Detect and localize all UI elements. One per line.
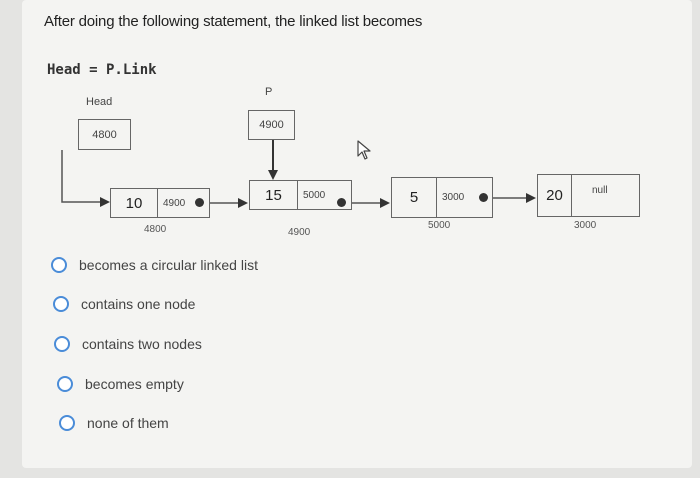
node-1-data: 10 xyxy=(111,189,158,217)
head-label: Head xyxy=(86,96,113,108)
p-pointer-box: 4900 xyxy=(248,110,295,140)
radio-button[interactable] xyxy=(57,376,73,392)
option-none[interactable]: none of them xyxy=(59,415,169,431)
list-node-4: 20 null xyxy=(537,174,640,217)
code-statement: Head = P.Link xyxy=(47,62,157,78)
option-label: contains one node xyxy=(81,296,196,312)
radio-button[interactable] xyxy=(51,257,67,273)
head-pointer-line xyxy=(61,150,100,203)
link-3-4-arrowhead xyxy=(526,193,536,203)
node-3-address: 5000 xyxy=(428,220,451,231)
option-label: contains two nodes xyxy=(82,336,202,352)
link-1-2-arrowhead xyxy=(238,198,248,208)
head-pointer-arrowhead xyxy=(100,197,110,207)
option-circular[interactable]: becomes a circular linked list xyxy=(51,257,258,273)
p-label: P xyxy=(265,86,273,98)
node-1-link: 4900 xyxy=(163,197,186,209)
radio-button[interactable] xyxy=(59,415,75,431)
node-1-address: 4800 xyxy=(144,224,167,235)
node-2-data: 15 xyxy=(250,181,298,209)
node-4-address: 3000 xyxy=(574,220,597,231)
list-node-1: 10 4900 xyxy=(110,188,210,218)
p-pointer-value: 4900 xyxy=(259,119,284,131)
question-text: After doing the following statement, the… xyxy=(44,13,423,30)
list-node-2: 15 5000 xyxy=(249,180,352,210)
node-3-pointer-dot xyxy=(479,193,488,202)
head-pointer-value: 4800 xyxy=(92,128,117,141)
node-3-data: 5 xyxy=(392,178,437,217)
question-card xyxy=(22,0,692,468)
radio-button[interactable] xyxy=(54,336,70,352)
option-one-node[interactable]: contains one node xyxy=(53,296,195,312)
mouse-cursor-icon xyxy=(357,140,371,160)
node-2-link: 5000 xyxy=(303,189,326,201)
node-2-pointer-dot xyxy=(337,198,346,207)
head-pointer-box: 4800 xyxy=(78,119,131,150)
node-4-link: null xyxy=(592,185,608,196)
link-2-3-arrowhead xyxy=(380,198,390,208)
node-1-pointer-dot xyxy=(195,198,204,207)
list-node-3: 5 3000 xyxy=(391,177,493,218)
option-label: becomes empty xyxy=(85,376,184,392)
radio-button[interactable] xyxy=(53,296,69,312)
node-3-link: 3000 xyxy=(442,192,465,203)
option-label: becomes a circular linked list xyxy=(79,257,258,273)
option-two-nodes[interactable]: contains two nodes xyxy=(54,336,202,352)
option-empty[interactable]: becomes empty xyxy=(57,376,184,392)
p-pointer-arrowhead xyxy=(268,170,278,180)
node-2-address: 4900 xyxy=(288,227,311,238)
option-label: none of them xyxy=(87,415,169,431)
node-4-data: 20 xyxy=(538,175,572,216)
